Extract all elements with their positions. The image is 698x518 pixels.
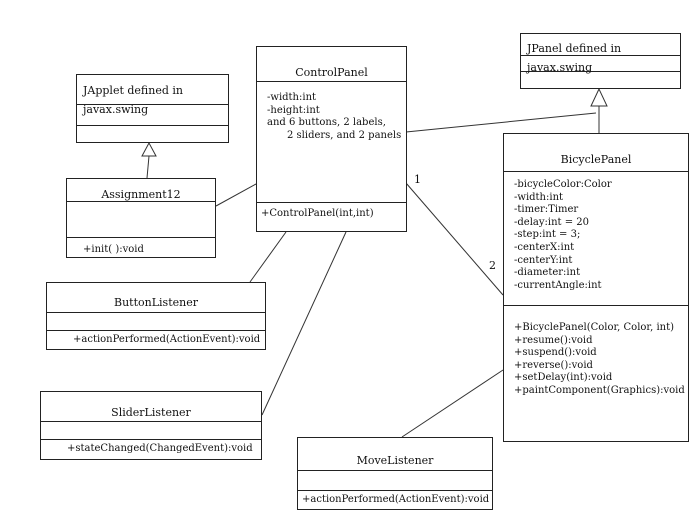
attr-height: -height:int [267, 104, 320, 116]
method-reverse: +reverse():void [514, 359, 593, 371]
method-bicyclepanel-constructor: +BicyclePanel(Color, Color, int) [514, 322, 675, 333]
class-buttonlistener-attributes [47, 312, 265, 330]
class-japplet-name-section: JApplet defined in javax.swing [77, 75, 228, 116]
attr-components: and 6 buttons, 2 labels, [267, 117, 386, 129]
class-movelistener-name-section: MoveListener [298, 438, 492, 470]
class-bicyclepanel-name-section: BicyclePanel [504, 134, 688, 171]
attr-width: -width:int [514, 191, 564, 203]
class-japplet-methods [77, 125, 228, 142]
class-assignment12-name: Assignment12 [101, 188, 181, 201]
method-set-delay: +setDelay(int):void [514, 372, 613, 384]
association-assignment12-controlpanel [215, 183, 257, 207]
class-japplet-name: JApplet defined in javax.swing [83, 84, 184, 116]
class-sliderlistener-name: SliderListener [111, 406, 191, 419]
class-bicyclepanel-attributes: -bicycleColor:Color -width:int -timer:Ti… [504, 171, 688, 305]
method-suspend: +suspend():void [514, 347, 597, 359]
association-movelistener-bicyclepanel [401, 369, 504, 438]
class-controlpanel-attributes: -width:int -height:int and 6 buttons, 2 … [257, 81, 406, 202]
class-sliderlistener-name-section: SliderListener [41, 392, 261, 421]
class-jpanel-attributes [521, 55, 680, 71]
attr-components-continued: 2 sliders, and 2 panels [287, 129, 402, 141]
class-assignment12-name-section: Assignment12 [67, 179, 215, 201]
class-assignment12-methods: +init( ):void [67, 237, 215, 257]
class-jpanel-methods [521, 71, 680, 88]
class-jpanel-name: JPanel defined in javax.swing [527, 42, 622, 74]
attr-width: -width:int [267, 92, 317, 103]
class-controlpanel-methods: +ControlPanel(int,int) [257, 202, 406, 231]
method-init: +init( ):void [83, 244, 144, 255]
class-assignment12-attributes [67, 201, 215, 237]
method-move-action-performed: +actionPerformed(ActionEvent):void [302, 494, 490, 505]
class-sliderlistener-methods: +stateChanged(ChangedEvent):void [41, 439, 261, 459]
association-controlpanel-sliderlistener [261, 231, 347, 416]
attr-bicycle-color: -bicycleColor:Color [514, 179, 612, 190]
class-japplet-attributes [77, 104, 228, 125]
inheritance-line-assignment12 [146, 155, 150, 179]
class-bicyclepanel-methods: +BicyclePanel(Color, Color, int) +resume… [504, 305, 688, 441]
method-paint-component: +paintComponent(Graphics):void [514, 384, 685, 396]
attr-current-angle: -currentAngle:int [514, 279, 602, 291]
class-jpanel-name-section: JPanel defined in javax.swing [521, 34, 680, 74]
attr-timer: -timer:Timer [514, 204, 579, 216]
class-bicyclepanel: BicyclePanel -bicycleColor:Color -width:… [503, 133, 689, 442]
method-controlpanel-constructor: +ControlPanel(int,int) [261, 208, 374, 219]
class-controlpanel-name: ControlPanel [295, 66, 368, 79]
attr-center-x: -centerX:int [514, 241, 575, 253]
class-movelistener-attributes [298, 470, 492, 490]
class-japplet: JApplet defined in javax.swing [76, 74, 229, 143]
class-bicyclepanel-name: BicyclePanel [560, 153, 632, 166]
class-movelistener-name: MoveListener [356, 454, 434, 467]
class-assignment12: Assignment12 +init( ):void [66, 178, 216, 258]
association-controlpanel-bicyclepanel [405, 182, 504, 296]
attr-diameter: -diameter:int [514, 267, 581, 279]
class-sliderlistener: SliderListener +stateChanged(ChangedEven… [40, 391, 262, 460]
inheritance-arrow-jpanel [590, 87, 608, 107]
method-resume: +resume():void [514, 334, 593, 346]
class-sliderlistener-attributes [41, 421, 261, 439]
class-movelistener: MoveListener +actionPerformed(ActionEven… [297, 437, 493, 510]
attr-center-y: -centerY:int [514, 254, 573, 266]
class-buttonlistener-name: ButtonListener [114, 296, 198, 309]
multiplicity-control-side: 1 [414, 173, 421, 186]
class-buttonlistener-name-section: ButtonListener [47, 283, 265, 312]
class-controlpanel: ControlPanel -width:int -height:int and … [256, 46, 407, 232]
inheritance-arrow-japplet [141, 141, 157, 157]
attr-step: -step:int = 3; [514, 229, 581, 241]
class-movelistener-methods: +actionPerformed(ActionEvent):void [298, 490, 492, 509]
multiplicity-bicycle-side: 2 [489, 259, 496, 272]
class-buttonlistener: ButtonListener +actionPerformed(ActionEv… [46, 282, 266, 350]
attr-delay: -delay:int = 20 [514, 216, 589, 228]
class-jpanel: JPanel defined in javax.swing [520, 33, 681, 89]
method-state-changed: +stateChanged(ChangedEvent):void [67, 443, 253, 454]
class-controlpanel-name-section: ControlPanel [257, 47, 406, 81]
association-controlpanel-jpanel [405, 112, 597, 133]
method-button-action-performed: +actionPerformed(ActionEvent):void [73, 334, 261, 345]
association-controlpanel-buttonlistener [249, 231, 287, 283]
class-buttonlistener-methods: +actionPerformed(ActionEvent):void [47, 330, 265, 349]
